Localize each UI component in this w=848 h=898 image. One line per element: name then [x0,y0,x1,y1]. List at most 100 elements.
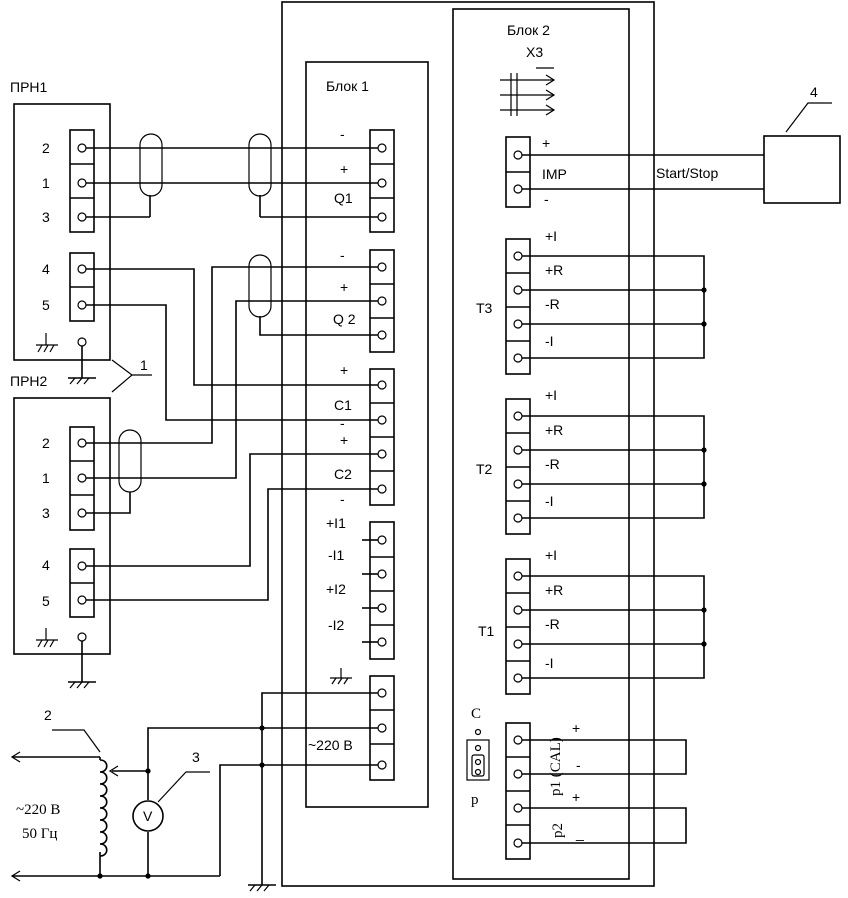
t3-minus-r: -R [545,296,560,312]
main-enclosure [281,1,655,887]
t2-minus-r: -R [545,456,560,472]
callout-4 [785,102,832,133]
prn2-pin-3: 3 [42,505,50,521]
callout-3 [157,771,210,803]
current-plus-i2-label: +I2 [326,581,346,597]
q1-minus-label: - [340,126,345,142]
wires-prn1-q1 [86,133,378,218]
wires-prn2-c2 [86,453,378,601]
t1-terminals [505,558,531,695]
prn1-ground-terminal-icon [68,337,96,385]
c1-name-label: C1 [334,397,352,413]
switch-p-label: p [471,792,479,808]
prn2-frame [13,397,111,655]
q2-minus-label: - [340,247,345,263]
t1-plus-r: +R [545,582,563,598]
prn2-ground-terminal-icon [68,632,96,689]
t3-minus-i: -I [545,333,554,349]
prn1-frame [13,103,111,361]
current-minus-i2-label: -I2 [328,617,345,633]
prn2-pin-1: 1 [42,470,50,486]
p2-label: p2 [550,823,566,838]
t2-minus-i: -I [545,493,554,509]
prn1-title: ПРН1 [10,79,48,95]
block1-q1-terminals [369,129,395,233]
wires-prn2-q2 [86,254,378,514]
p-terminals [505,722,531,860]
block1-c-terminals [369,368,395,506]
prn2-pin-4: 4 [42,557,50,573]
current-plus-i1-label: +I1 [326,515,346,531]
prn1-terminal-strip-bottom [69,252,95,322]
power-wiring [10,692,378,892]
imp-label: IMP [542,166,567,182]
wires-imp-device4 [522,154,764,190]
t1-name: T1 [478,623,495,639]
prn2-pin-2: 2 [42,435,50,451]
wires-prn1-c1 [86,268,378,421]
prn1-pin-3: 3 [42,209,50,225]
prn2-pin-5: 5 [42,593,50,609]
prn2-ground-icon [36,628,58,648]
prn1-pin-4: 4 [42,261,50,277]
t1-minus-i: -I [545,655,554,671]
t2-plus-r: +R [545,422,563,438]
q1-plus-label: + [340,161,348,177]
source-voltage-label: ~220 B [16,802,60,818]
x3-connector-icon [500,67,556,116]
imp-minus-label: - [544,191,549,207]
block1-ground-icon [330,668,352,685]
p2-plus-label: + [572,789,580,805]
device-4-box [763,135,841,204]
imp-terminals [505,136,531,208]
callout-2 [52,729,101,753]
t2-name: T2 [476,461,493,477]
callout-1-label: 1 [140,357,148,373]
callout-3-label: 3 [192,749,200,765]
q2-name-label: Q 2 [333,311,356,327]
prn2-terminal-strip-bottom [69,548,95,618]
imp-plus-label: + [542,135,550,151]
t1-minus-r: -R [545,616,560,632]
autotransformer-coil-icon [99,759,108,857]
start-stop-label: Start/Stop [656,165,718,181]
t3-name: T3 [476,300,493,316]
prn1-pin-5: 5 [42,297,50,313]
voltmeter-icon [132,800,164,832]
wires-t3 [522,255,707,359]
t2-plus-i: +I [545,387,557,403]
voltmeter-label: V [143,808,153,824]
x3-label: X3 [526,44,543,60]
switch-c-label: C [471,706,481,722]
p1-minus-label: - [576,757,581,773]
q2-plus-label: + [340,279,348,295]
prn1-ground-icon [36,333,58,353]
wires-t1 [522,575,707,679]
source-frequency-label: 50 Гц [22,826,57,842]
p1-cal-label: p1 (CAL) [548,737,564,796]
prn2-title: ПРН2 [10,373,48,389]
current-minus-i1-label: -I1 [328,547,345,563]
t3-plus-r: +R [545,262,563,278]
block1-current-terminals [362,521,395,660]
t3-terminals [505,238,531,375]
p1-plus-label: + [572,720,580,736]
callout-1 [111,359,152,393]
t2-terminals [505,398,531,535]
c1-minus-label: - [340,415,345,431]
calibration-jumper-switch[interactable] [466,728,490,781]
q1-name-label: Q1 [334,190,353,206]
c1-plus-label: + [340,362,348,378]
block1-frame [305,61,429,808]
block2-title: Блок 2 [507,22,550,38]
p2-minus-label: _ [575,825,584,841]
c2-plus-label: + [340,432,348,448]
c2-name-label: C2 [334,466,352,482]
prn1-pin-1: 1 [42,175,50,191]
t1-plus-i: +I [545,547,557,563]
wires-t2 [522,415,707,519]
c2-minus-label: - [340,491,345,507]
t3-plus-i: +I [545,228,557,244]
block2-frame [452,8,630,880]
